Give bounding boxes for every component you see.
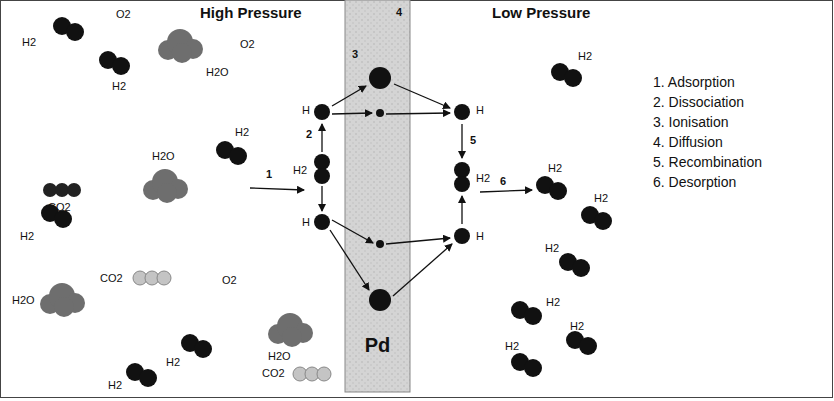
atom <box>157 271 171 285</box>
atom <box>454 228 470 244</box>
molecule-label: H2O <box>206 66 229 78</box>
molecules <box>40 17 612 387</box>
atom <box>317 367 331 381</box>
molecule-label: H2 <box>545 242 559 254</box>
atom <box>66 23 84 41</box>
atom <box>314 214 330 230</box>
atom <box>572 259 590 277</box>
molecule-label: CO2 <box>48 201 71 213</box>
step-list-item: 3. Ionisation <box>653 114 729 130</box>
atom <box>594 212 612 230</box>
molecule-label: H2 <box>578 50 592 62</box>
molecule-label: H2 <box>570 320 584 332</box>
atom <box>564 69 582 87</box>
atom <box>139 369 157 387</box>
atom <box>454 104 470 120</box>
atom-label: H <box>476 230 484 242</box>
atom-label: H <box>302 104 310 116</box>
molecule-label: CO2 <box>100 272 123 284</box>
atom <box>549 182 567 200</box>
molecule-label: H2 <box>505 340 519 352</box>
molecule-label: H2O <box>268 350 291 362</box>
atom <box>172 43 192 63</box>
atom <box>454 176 470 192</box>
molecule-label: H2 <box>546 296 560 308</box>
molecule-label: H2 <box>235 126 249 138</box>
atom-label: H <box>476 104 484 116</box>
atom <box>524 307 542 325</box>
molecule-label: O2 <box>240 38 255 50</box>
atom <box>579 337 597 355</box>
atom <box>67 183 81 197</box>
molecule-label: H2 <box>22 36 36 48</box>
region-title: High Pressure <box>200 4 302 21</box>
atom <box>314 168 330 184</box>
callout-number: 2 <box>306 128 312 140</box>
atom <box>54 297 74 317</box>
step-list-item: 2. Dissociation <box>653 94 744 110</box>
atom <box>194 340 212 358</box>
atom <box>55 183 69 197</box>
atom <box>157 183 177 203</box>
molecule-label: O2 <box>222 274 237 286</box>
atom <box>229 147 247 165</box>
step-list-item: 6. Desorption <box>653 174 736 190</box>
membrane-label: Pd <box>365 334 391 357</box>
molecule-label: H2 <box>108 379 122 391</box>
step-list-item: 4. Diffusion <box>653 134 723 150</box>
molecule-label: H2 <box>166 356 180 368</box>
atom <box>282 327 302 347</box>
step-list-item: 5. Recombination <box>653 154 762 170</box>
pd-membrane-fill <box>345 0 410 392</box>
molecule-label: H2 <box>20 230 34 242</box>
atom <box>43 183 57 197</box>
molecule-label: H2O <box>152 150 175 162</box>
atom <box>454 162 470 178</box>
atom-label: H <box>302 216 310 228</box>
molecule-label: H2 <box>293 164 307 176</box>
atom <box>314 104 330 120</box>
molecule-label: H2 <box>476 172 490 184</box>
molecule-label: H2 <box>548 162 562 174</box>
callout-number: 3 <box>352 48 358 60</box>
atom <box>112 57 130 75</box>
callout-number: 1 <box>266 168 272 180</box>
atom <box>314 154 330 170</box>
callout-number: 5 <box>470 134 476 146</box>
step-list-item: 1. Adsorption <box>653 74 735 90</box>
process-arrows <box>250 84 532 296</box>
molecule-label: H2 <box>594 192 608 204</box>
callout-number: 6 <box>500 175 506 187</box>
region-title: Low Pressure <box>492 4 590 21</box>
molecule-label: H2O <box>12 294 35 306</box>
callout-number: 4 <box>396 6 402 18</box>
ions <box>369 67 391 311</box>
molecule-label: O2 <box>116 8 131 20</box>
molecule-label: CO2 <box>262 367 285 379</box>
molecule-label: H2 <box>112 80 126 92</box>
atom <box>524 359 542 377</box>
